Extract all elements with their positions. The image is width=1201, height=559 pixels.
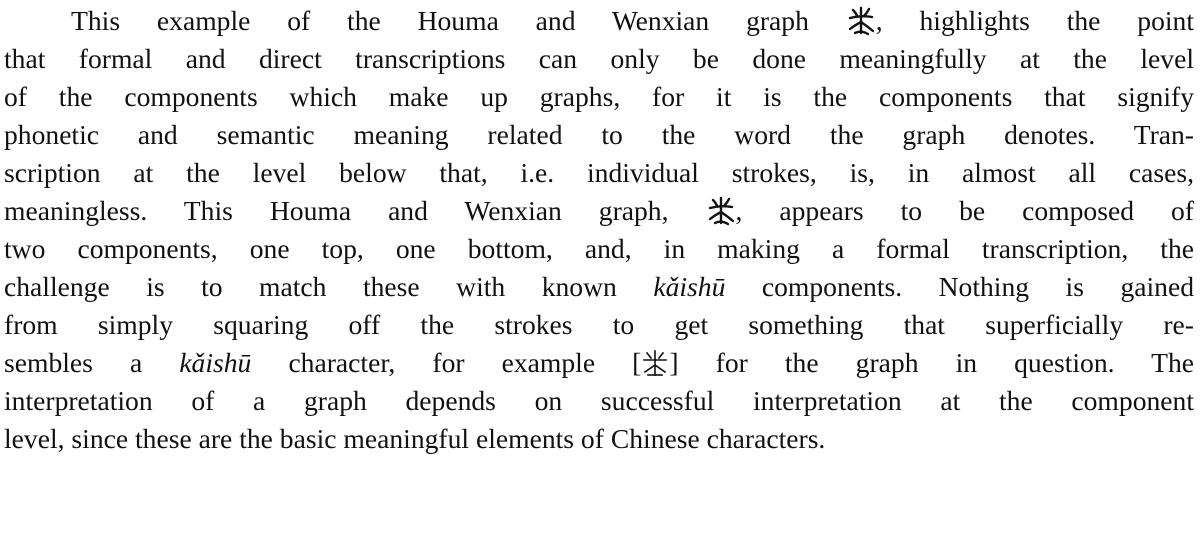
line-6-text-b: , appears to be composed of [735,195,1195,226]
paragraph-line-8: challenge is to match these with known k… [4,270,1194,304]
paragraph-line-11: interpretation of a graph depends on suc… [4,385,1194,416]
paragraph-line-1: This example of the Houma and Wenxian gr… [4,4,1194,38]
paragraph-line-7: two components, one top, one bottom, and… [4,233,1194,264]
houma-graph-icon [847,6,875,36]
line-1-text-a: This example of the Houma and Wenxian gr… [71,5,809,36]
kaishu-term: kǎishū [653,271,726,302]
paragraph-line-2: that formal and direct transcriptions ca… [4,43,1194,74]
paragraph-line-5: scription at the level below that, i.e. … [4,157,1194,188]
line-10-text-a: sembles a [4,347,143,378]
line-10-text-b: character, for example [ [288,347,642,378]
paragraph-line-10: sembles a kǎishū character, for example … [4,346,1194,380]
paragraph-line-12: level, since these are the basic meaning… [4,423,826,454]
paragraph-line-9: from simply squaring off the strokes to … [4,309,1194,340]
kaishu-transcription-icon [641,349,669,377]
paragraph-line-4: phonetic and semantic meaning related to… [4,119,1194,150]
kaishu-term: kǎishū [179,347,252,378]
line-6-text-a: meaningless. This Houma and Wenxian grap… [4,195,669,226]
paragraph-line-3: of the components which make up graphs, … [4,81,1194,112]
line-8-text-a: challenge is to match these with known [4,271,617,302]
paragraph-line-6: meaningless. This Houma and Wenxian grap… [4,194,1194,228]
line-1-text-b: , highlights the point [875,5,1194,36]
line-10-text-c: ] for the graph in question. The [669,347,1194,378]
houma-graph-icon [707,196,735,226]
line-8-text-b: components. Nothing is gained [761,271,1194,302]
